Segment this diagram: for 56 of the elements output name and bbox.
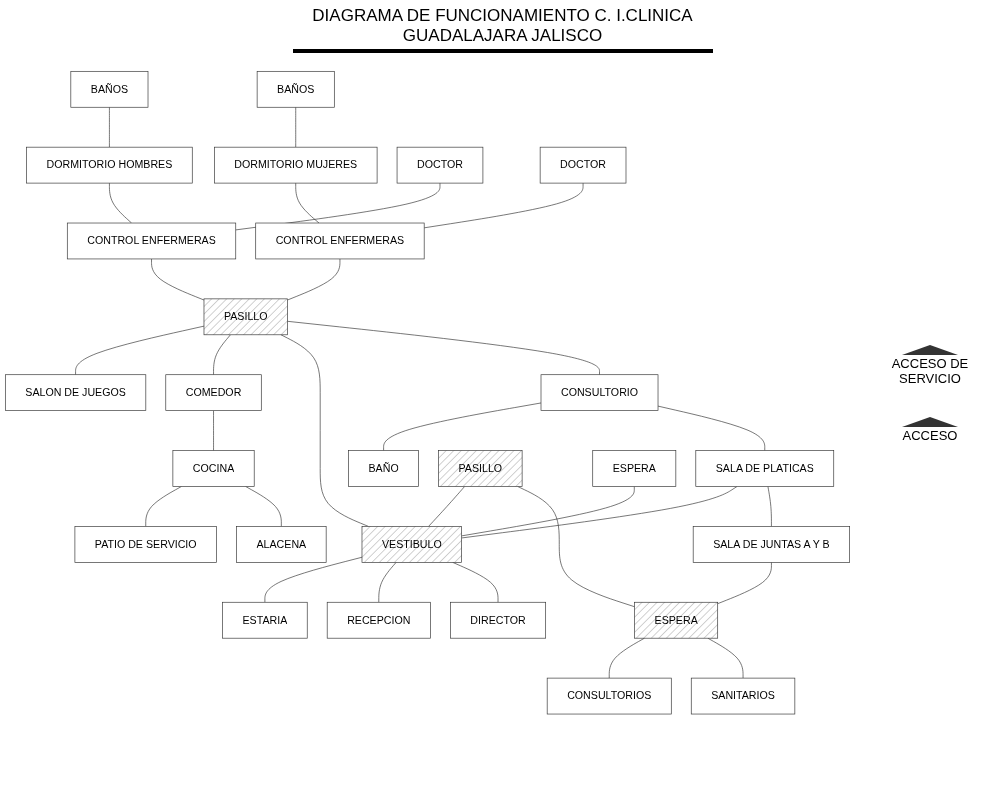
node-box: DOCTOR: [539, 147, 627, 184]
connector: [109, 183, 132, 224]
node-box: COCINA: [172, 450, 255, 488]
connector: [213, 334, 231, 376]
node-box: SALA DE JUNTAS A Y B: [692, 526, 850, 563]
connector: [707, 638, 744, 679]
node-box: CONSULTORIO: [540, 374, 659, 412]
node-box: ALACENA: [236, 526, 327, 563]
node-box: BAÑOS: [256, 71, 335, 108]
node-box: VESTIBULO: [361, 526, 462, 563]
node-box: PASILLO: [203, 298, 288, 336]
connector: [717, 562, 772, 605]
connector: [461, 486, 635, 537]
node-box: BAÑO: [348, 450, 419, 488]
node-box: DORMITORIO HOMBRES: [26, 147, 193, 184]
node-box: CONSULTORIOS: [546, 678, 672, 715]
connector: [767, 486, 772, 528]
connector: [517, 486, 635, 608]
node-box: ESTARIA: [222, 602, 308, 639]
connector: [287, 321, 600, 376]
node-box: SALON DE JUEGOS: [5, 374, 147, 412]
node-box: PASILLO: [438, 450, 523, 488]
connector: [264, 557, 363, 603]
connector: [428, 486, 465, 528]
node-box: SALA DE PLATICAS: [695, 450, 835, 488]
node-box: PATIO DE SERVICIO: [74, 526, 217, 563]
node-box: RECEPCION: [326, 602, 431, 639]
node-box: DORMITORIO MUJERES: [214, 147, 378, 184]
connector: [213, 410, 214, 452]
node-box: ESPERA: [592, 450, 677, 488]
diagram-title: DIAGRAMA DE FUNCIONAMIENTO C. I.CLINICA GUADALAJARA JALISCO: [292, 6, 713, 53]
connector: [423, 183, 584, 229]
connector: [461, 486, 738, 539]
node-box: CONTROL ENFERMERAS: [66, 223, 237, 260]
access-label: ACCESO: [901, 427, 959, 443]
connector: [452, 562, 499, 603]
node-box: DOCTOR: [396, 147, 484, 184]
connector: [295, 107, 297, 148]
node-box: DIRECTOR: [450, 602, 546, 639]
connector: [378, 562, 397, 603]
connector: [295, 183, 320, 224]
node-box: CONTROL ENFERMERAS: [255, 223, 425, 260]
node-box: BAÑOS: [70, 71, 149, 108]
connector: [151, 258, 205, 301]
connector: [287, 258, 341, 301]
node-box: SANITARIOS: [690, 678, 796, 715]
connector: [109, 107, 110, 148]
access-label: ACCESO DE SERVICIO: [890, 355, 970, 386]
connector: [383, 402, 542, 452]
connector: [145, 486, 182, 528]
connector: [657, 406, 766, 452]
node-box: COMEDOR: [165, 374, 262, 412]
connector: [245, 486, 282, 528]
connector: [75, 326, 205, 376]
node-box: ESPERA: [634, 602, 719, 639]
connector: [608, 638, 645, 679]
